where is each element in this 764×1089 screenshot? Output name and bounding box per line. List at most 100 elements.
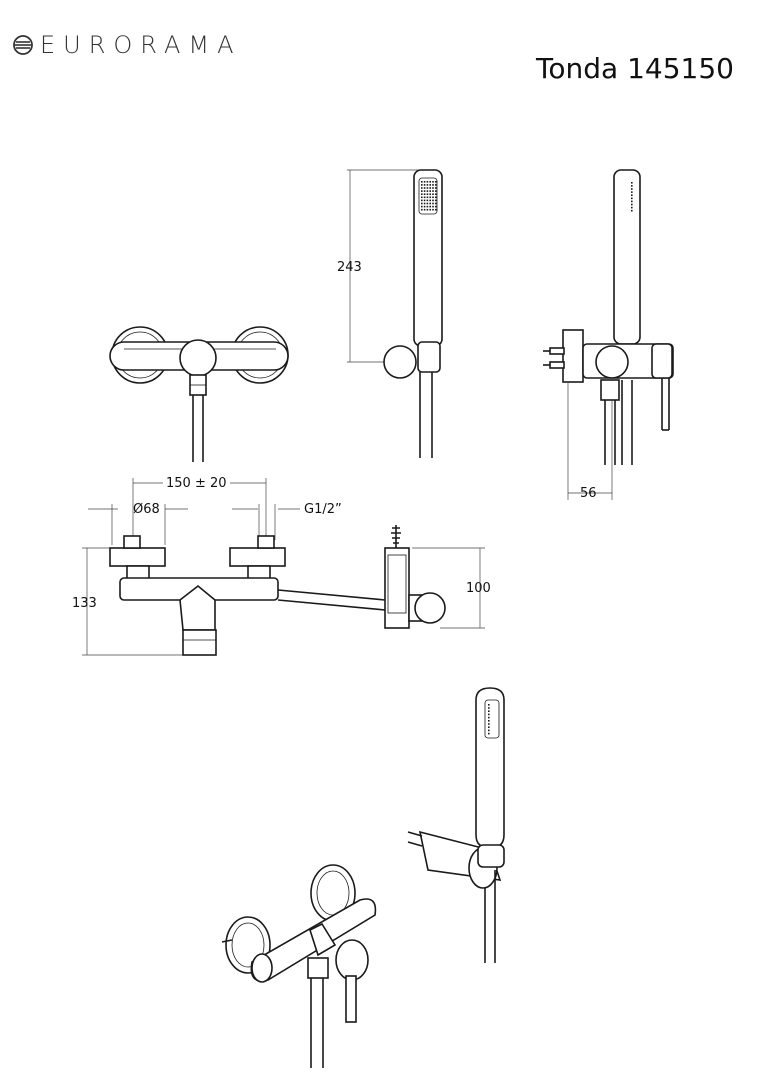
nozzle-dot [631,203,633,206]
nozzle-dot [432,187,434,189]
nozzle-dot [432,205,434,208]
nozzle-dot [488,716,490,719]
nozzle-dot [421,184,423,186]
nozzle-dot [429,187,431,189]
nozzle-dot [426,196,429,199]
nozzle-dot [488,732,490,735]
nozzle-dot [432,193,434,195]
nozzle-dot [488,726,490,728]
plan-view: 150 ± 20 Ø68 G1/2” 133 [72,476,491,656]
nozzle-dot [435,196,437,199]
nozzle-grid [488,704,490,735]
nozzle-dot [429,184,431,186]
nozzle-dot [432,208,434,211]
nozzle-dot [435,199,437,202]
nozzle-dot [435,193,437,195]
dim-center-distance: 150 ± 20 [166,476,227,491]
nozzle-dot [426,184,429,186]
nozzle-dot [631,188,633,190]
nozzle-dot [432,184,434,186]
dim-body-height: 133 [72,596,97,611]
nozzle-dot [435,184,437,186]
hand-shower-front-view: 243 [337,169,443,458]
nozzle-dot [488,729,490,732]
nozzle-dot [423,199,426,202]
side-view: 56 [543,169,674,501]
nozzle-dot [429,199,431,202]
nozzle-dot [429,190,431,192]
nozzle-dot [426,181,429,183]
nozzle-dot [421,193,423,195]
nozzle-dot [488,713,490,716]
nozzle-dot [421,208,423,211]
nozzle-dot [426,199,429,202]
nozzle-dot [421,205,423,208]
nozzle-dot [631,182,633,184]
nozzle-dot [426,208,429,211]
nozzle-dot [435,181,437,183]
front-view [109,326,289,462]
nozzle-dot [423,184,426,186]
nozzle-dot [423,190,426,192]
nozzle-dot [432,190,434,192]
nozzle-dot [488,707,490,709]
nozzle-dot [423,208,426,211]
nozzle-dot [631,191,633,193]
nozzle-dot [421,187,423,189]
nozzle-dot [432,202,434,205]
dim-flange-diameter: Ø68 [133,502,160,517]
eurorama-logo-icon [13,35,33,55]
nozzle-dot [488,720,490,722]
nozzle-dot [423,196,426,199]
nozzle-dot [426,205,429,208]
nozzle-dot [429,193,431,195]
nozzle-grid [631,182,633,212]
nozzle-dot [423,205,426,208]
nozzle-dot [421,202,423,205]
nozzle-dot [426,190,429,192]
nozzle-dot [435,205,437,208]
nozzle-dot [429,205,431,208]
nozzle-dot [421,199,423,202]
nozzle-dot [426,193,429,195]
nozzle-dot [488,723,490,725]
nozzle-dot [423,193,426,195]
nozzle-dot [421,196,423,199]
nozzle-grid [421,181,437,211]
nozzle-dot [435,187,437,189]
nozzle-dot [631,209,633,212]
isometric-mixer [221,864,377,1068]
dim-thread: G1/2” [304,502,342,517]
nozzle-dot [631,206,633,209]
nozzle-dot [631,194,633,196]
nozzle-dot [421,181,423,183]
nozzle-dot [432,181,434,183]
nozzle-dot [426,202,429,205]
brand-name: EURORAMA [40,31,242,59]
nozzle-dot [429,196,431,199]
nozzle-dot [421,190,423,192]
nozzle-dot [423,181,426,183]
nozzle-dot [488,710,490,712]
isometric-hand-shower [407,687,505,963]
dim-holder-height: 100 [466,581,491,596]
dim-hand-shower-height: 243 [337,260,362,275]
brand-logo: EURORAMA [12,30,242,60]
dim-wall-offset: 56 [580,486,597,501]
nozzle-dot [423,187,426,189]
nozzle-dot [631,185,633,187]
nozzle-dot [631,197,633,200]
nozzle-dot [435,202,437,205]
nozzle-dot [423,202,426,205]
nozzle-dot [631,200,633,203]
nozzle-dot [488,704,490,706]
nozzle-dot [432,199,434,202]
nozzle-dot [435,190,437,192]
nozzle-dot [429,181,431,183]
nozzle-dot [426,187,429,189]
nozzle-dot [435,208,437,211]
nozzle-dot [432,196,434,199]
model-title: Tonda 145150 [536,52,734,85]
nozzle-dot [429,208,431,211]
